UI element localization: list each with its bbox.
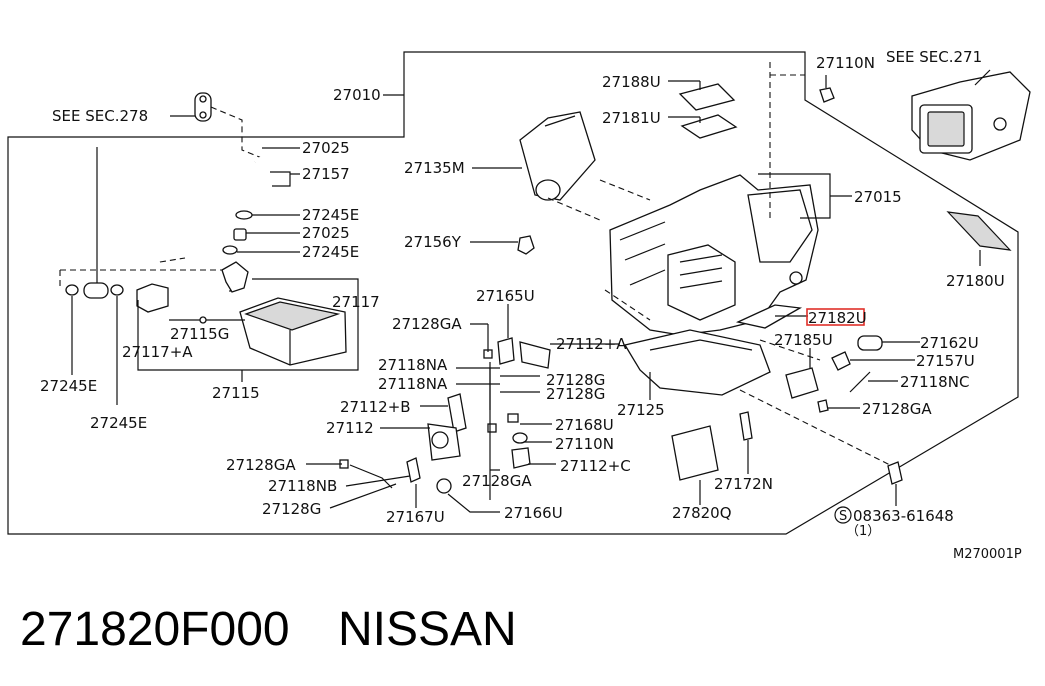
clip-27110N xyxy=(819,75,835,103)
callout-27245E-c: 27245E xyxy=(40,377,97,395)
pipe-assembly xyxy=(96,147,281,285)
lower-case xyxy=(623,329,771,396)
bracket-27117 xyxy=(137,278,359,371)
callout-27025-a: 27025 xyxy=(302,139,350,157)
callout-27128GA-b: 27128GA xyxy=(226,456,296,474)
callout-27157: 27157 xyxy=(302,165,350,183)
callout-27117A: 27117+A xyxy=(122,343,193,361)
callout-27162U: 27162U xyxy=(920,334,979,352)
callout-27820Q: 27820Q xyxy=(672,504,732,522)
o-rings xyxy=(65,210,253,299)
part-27162U xyxy=(857,335,920,351)
part-27820Q xyxy=(671,425,719,505)
callout-27112: 27112 xyxy=(326,419,374,437)
callout-27128G-b: 27128G xyxy=(546,385,605,403)
callout-27156Y: 27156Y xyxy=(404,233,462,251)
callout-27157U: 27157U xyxy=(916,352,975,370)
part-27118NC xyxy=(849,371,898,393)
callout-27180U: 27180U xyxy=(946,272,1005,290)
callout-27185U: 27185U xyxy=(774,331,833,349)
callout-27165U: 27165U xyxy=(476,287,535,305)
brand-title: NISSAN xyxy=(338,603,517,656)
see-sec-278-clip xyxy=(170,92,263,159)
expansion-valve xyxy=(136,261,249,313)
part-27172N xyxy=(739,411,753,474)
filter-covers xyxy=(678,83,738,139)
callout-27115: 27115 xyxy=(212,384,260,402)
see-sec-271[interactable]: SEE SEC.271 xyxy=(886,48,982,66)
diagram-code: M270001P xyxy=(953,547,1022,562)
screw-symbol-icon xyxy=(834,506,852,524)
highlight-27182U-box xyxy=(806,308,865,326)
svg-text:S: S xyxy=(839,509,847,524)
callout-27181U: 27181U xyxy=(602,109,661,127)
callout-27172N: 27172N xyxy=(714,475,773,493)
callout-27128GA-d: 27128GA xyxy=(862,400,932,418)
callout-27025-b: 27025 xyxy=(302,224,350,242)
part-27182U xyxy=(735,304,808,329)
part-number-title: 271820F000 xyxy=(20,603,290,656)
part-27185U xyxy=(785,348,819,399)
callout-27125: 27125 xyxy=(617,401,665,419)
callout-screw-qty: （1） xyxy=(846,524,880,539)
screw-08363: S xyxy=(834,461,903,524)
callout-27112A: 27112+A xyxy=(556,335,627,353)
callout-27166U: 27166U xyxy=(504,504,563,522)
see-sec-271-blower xyxy=(911,69,1031,161)
callout-27110N-b: 27110N xyxy=(555,435,614,453)
callout-27110N-a: 27110N xyxy=(816,54,875,72)
callout-27128GA-c: 27128GA xyxy=(462,472,532,490)
callout-27112C: 27112+C xyxy=(560,457,631,475)
callout-27245E-d: 27245E xyxy=(90,414,147,432)
callout-27188U: 27188U xyxy=(602,73,661,91)
see-sec-278[interactable]: SEE SEC.278 xyxy=(52,107,148,125)
callout-27118NC: 27118NC xyxy=(900,373,969,391)
part-27157U xyxy=(831,351,915,371)
callout-27118NB: 27118NB xyxy=(268,477,337,495)
evaporator-core xyxy=(239,297,347,366)
callout-27182U[interactable]: 27182U xyxy=(808,309,867,327)
callout-27015: 27015 xyxy=(854,188,902,206)
blower-duct xyxy=(519,111,596,201)
main-housing xyxy=(609,174,819,336)
filter-27180U xyxy=(946,211,1012,266)
callout-27118NA-a: 27118NA xyxy=(378,356,448,374)
part-27128GA-right xyxy=(817,399,860,413)
callout-27117: 27117 xyxy=(332,293,380,311)
callout-27245E-b: 27245E xyxy=(302,243,359,261)
callout-27245E-a: 27245E xyxy=(302,206,359,224)
callout-27128G-a: 27128G xyxy=(546,371,605,389)
callout-27010: 27010 xyxy=(333,86,381,104)
callout-27168U: 27168U xyxy=(555,416,614,434)
callout-27115G: 27115G xyxy=(170,325,229,343)
callout-screw: 08363-61648 xyxy=(853,507,954,525)
callout-27128G-c: 27128G xyxy=(262,500,321,518)
callout-27112B: 27112+B xyxy=(340,398,411,416)
callout-27118NA-b: 27118NA xyxy=(378,375,448,393)
callout-27128GA-a: 27128GA xyxy=(392,315,462,333)
link-parts xyxy=(339,337,551,494)
callout-27135M: 27135M xyxy=(404,159,465,177)
callout-27167U: 27167U xyxy=(386,508,445,526)
